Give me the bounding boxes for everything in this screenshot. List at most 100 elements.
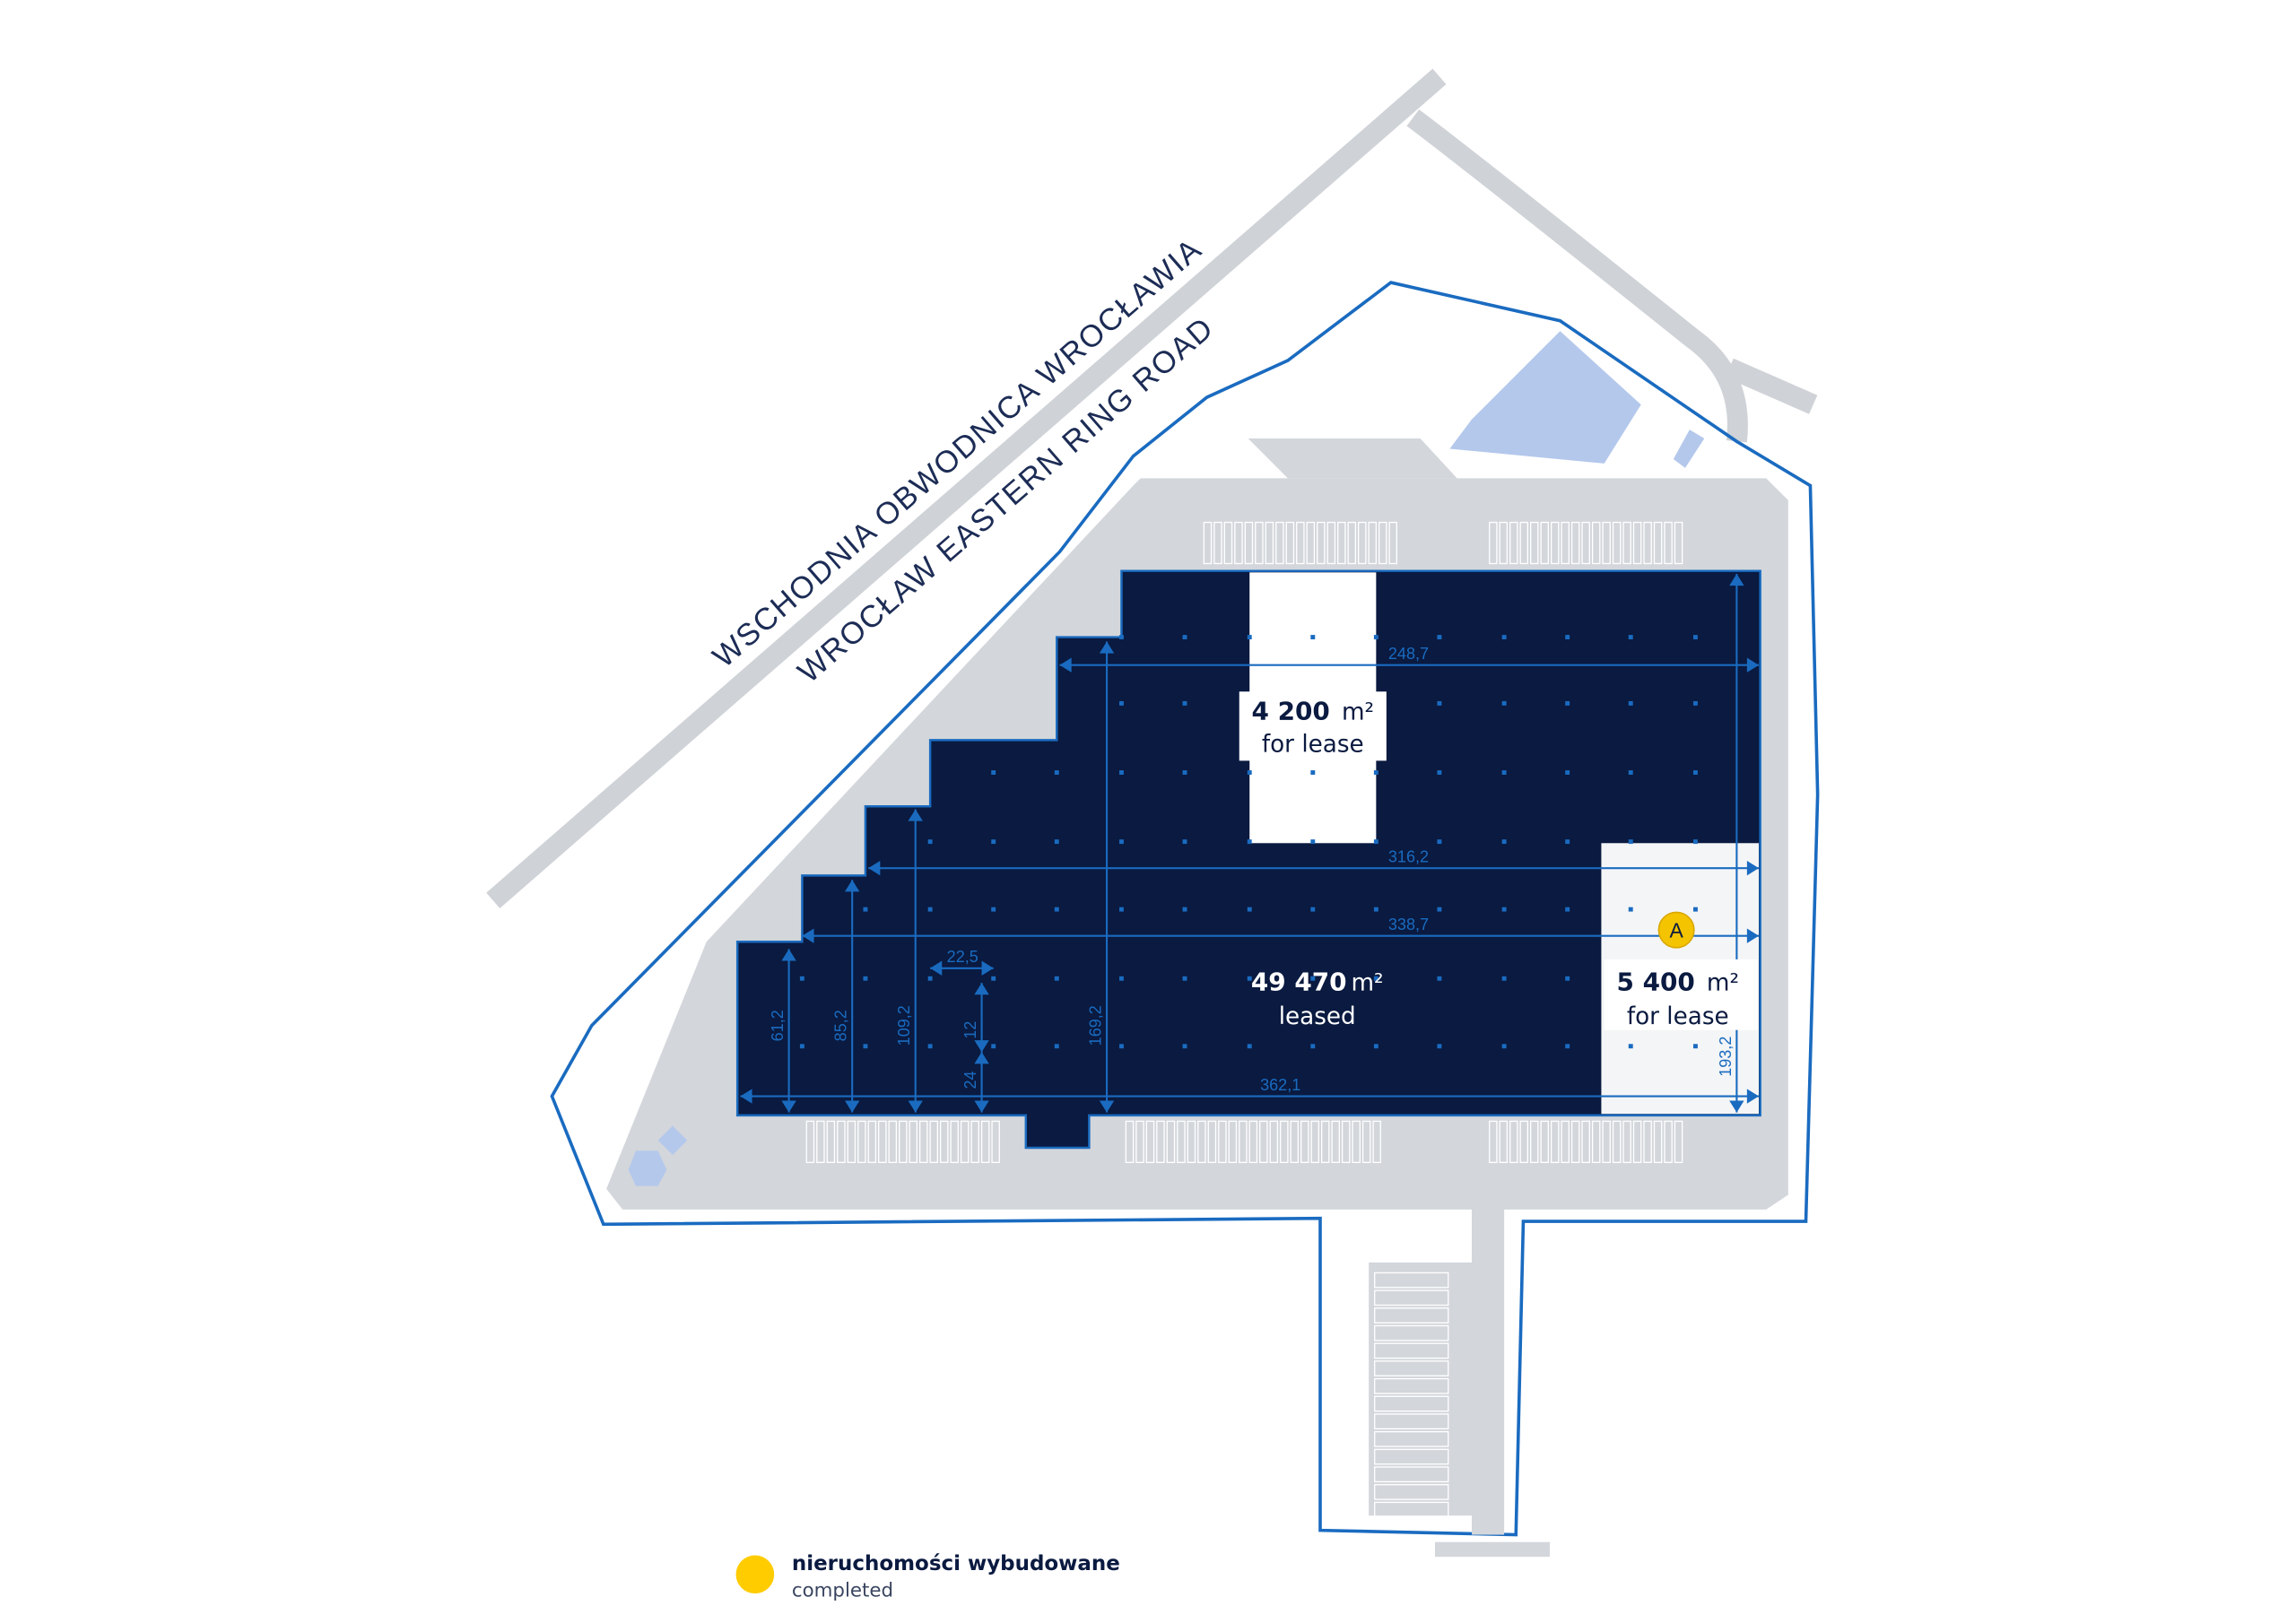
parking-stall — [1347, 521, 1357, 565]
grid-column — [1501, 907, 1507, 912]
parking-stall — [1269, 1120, 1279, 1164]
dimension-arrow — [1099, 641, 1115, 654]
grid-column — [927, 907, 933, 912]
parking-stall — [1265, 521, 1274, 565]
dimension-arrow — [1746, 657, 1760, 673]
parking-stall — [1561, 1120, 1570, 1164]
grid-column — [1373, 1044, 1378, 1049]
dimension-label: 248,7 — [1388, 645, 1429, 663]
grid-column — [1565, 907, 1570, 912]
parking-stall — [1248, 1120, 1258, 1164]
grid-column — [1182, 635, 1187, 640]
parking-stall — [1581, 1120, 1590, 1164]
grid-column — [1247, 976, 1252, 981]
parking-stall — [1581, 521, 1590, 565]
grid-column — [1628, 635, 1633, 640]
parking-stall — [1239, 1120, 1248, 1164]
grid-column — [1310, 839, 1316, 845]
grid-column — [1119, 976, 1124, 981]
grid-column — [927, 976, 933, 981]
grid-column — [927, 839, 933, 845]
parking-stall — [1570, 1120, 1580, 1164]
parking-stall — [1125, 1120, 1135, 1164]
grid-column — [1247, 1044, 1252, 1049]
parking-stall — [826, 1120, 836, 1164]
grid-column — [863, 976, 868, 981]
dimension-arrow — [781, 1100, 796, 1113]
grid-column — [1692, 1044, 1698, 1049]
parking-stall — [1499, 1120, 1509, 1164]
ring-road — [486, 68, 1447, 908]
grid-column — [1310, 976, 1316, 981]
grid-column — [1247, 635, 1252, 640]
grid-column — [1692, 770, 1698, 775]
grid-column — [1437, 635, 1442, 640]
label-top: for lease — [1262, 732, 1364, 759]
dimension-label: 338,7 — [1388, 916, 1429, 933]
parking-stall — [1622, 521, 1631, 565]
parking-stall — [1540, 521, 1550, 565]
parking-stall — [1374, 1501, 1449, 1518]
legend-completed-icon — [735, 1555, 775, 1594]
parking-stall — [1643, 521, 1652, 565]
dimension-label: 362,1 — [1260, 1076, 1300, 1094]
parking-stall — [1234, 521, 1243, 565]
label-box-right — [1604, 959, 1758, 1030]
parking-stall — [1602, 1120, 1611, 1164]
parking-stall — [1374, 1307, 1449, 1324]
grid-column — [1501, 976, 1507, 981]
parking-stall — [1296, 521, 1305, 565]
parking-stall — [1550, 1120, 1560, 1164]
grid-column — [991, 976, 996, 981]
building-marker-a[interactable]: A — [1657, 911, 1695, 949]
grid-column — [1565, 1044, 1570, 1049]
parking-stall — [1664, 1120, 1673, 1164]
parking-stall — [857, 1120, 866, 1164]
grid-column — [1310, 1044, 1316, 1049]
grid-column — [1247, 839, 1252, 845]
grid-column — [1373, 907, 1378, 912]
grid-column — [799, 1044, 804, 1049]
grid-column — [1310, 907, 1316, 912]
parking-stall — [1378, 521, 1387, 565]
dimension-arrow — [740, 1089, 752, 1104]
dimension-arrow — [981, 960, 994, 976]
grid-column — [1692, 635, 1698, 640]
parking-stall — [960, 1120, 970, 1164]
grid-column — [1182, 976, 1187, 981]
parking-stall — [1207, 1120, 1217, 1164]
parking-stall — [1529, 1120, 1539, 1164]
grid-column — [1501, 1044, 1507, 1049]
parking-stall — [1374, 1271, 1449, 1289]
grid-column — [1437, 700, 1442, 706]
grid-column — [1437, 770, 1442, 775]
grid-column — [1119, 700, 1124, 706]
grid-column — [1565, 700, 1570, 706]
parking-stall — [1374, 1395, 1449, 1412]
grid-column — [1501, 700, 1507, 706]
parking-stall — [1372, 1120, 1381, 1164]
grid-column — [1182, 1044, 1187, 1049]
parking-stall — [1374, 1377, 1449, 1394]
grid-column — [863, 1044, 868, 1049]
grid-column — [1054, 1044, 1059, 1049]
parking-stall — [1326, 521, 1336, 565]
grid-column — [1373, 770, 1378, 775]
parking-stall — [970, 1120, 979, 1164]
dimension-arrow — [1099, 1100, 1115, 1113]
column-grid — [799, 635, 1698, 1049]
parking-stall — [1674, 1120, 1683, 1164]
dimension-arrow — [974, 1100, 989, 1113]
parking-stall — [991, 1120, 1000, 1164]
label-box-top — [1239, 691, 1387, 761]
site-boundary — [550, 281, 1820, 1537]
grid-column — [1628, 770, 1633, 775]
grid-column — [1119, 839, 1124, 845]
grid-column — [1182, 700, 1187, 706]
dimension-arrow — [1746, 860, 1760, 876]
grid-column — [1247, 907, 1252, 912]
grid-column — [1437, 907, 1442, 912]
